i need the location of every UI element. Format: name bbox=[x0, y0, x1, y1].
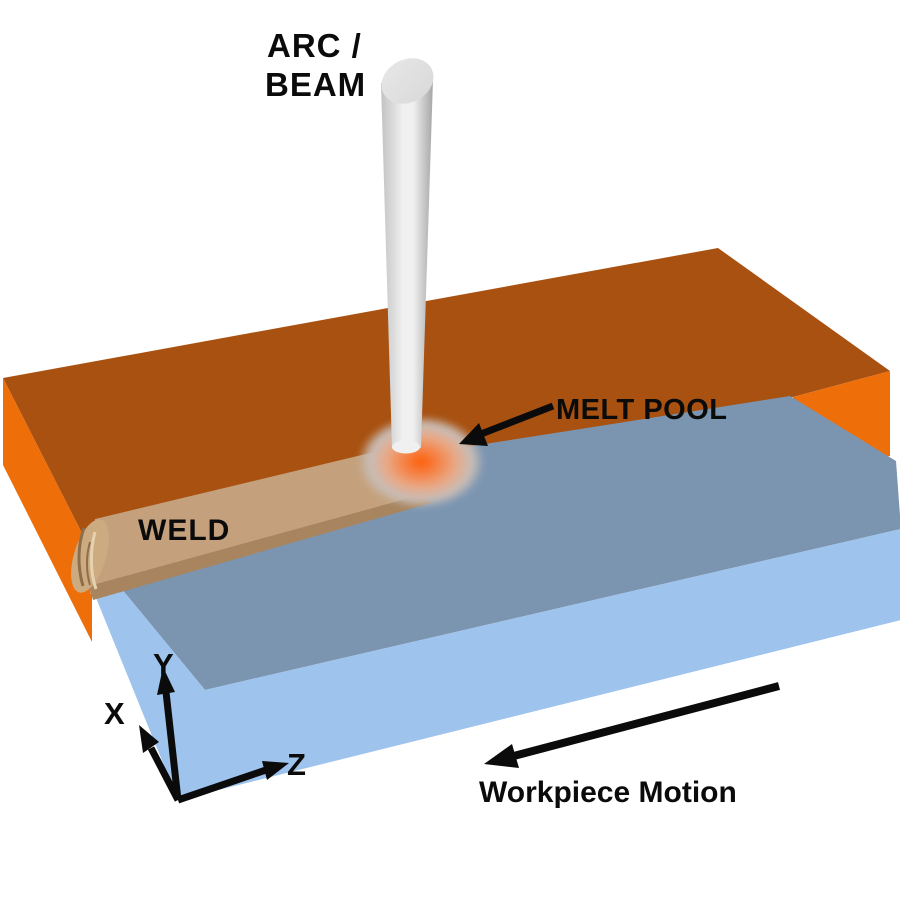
axis-z-line bbox=[176, 766, 268, 804]
axis-z-arrowhead bbox=[262, 761, 289, 780]
axis-x-arrowhead bbox=[139, 725, 159, 753]
workpiece-top-face bbox=[92, 396, 900, 690]
axis-z-label: Z bbox=[287, 747, 306, 782]
base-plate-top-face bbox=[3, 248, 890, 553]
axis-x-label: X bbox=[104, 696, 125, 731]
axis-y-arrowhead bbox=[157, 667, 175, 695]
electrode-rod bbox=[381, 58, 434, 454]
electrode-body bbox=[381, 79, 433, 448]
axis-y-label: Y bbox=[153, 647, 174, 682]
electrode-top-cap bbox=[381, 58, 434, 104]
axis-x-line bbox=[147, 746, 182, 802]
arc-beam-label-line1: ARC / bbox=[267, 27, 362, 64]
workpiece-motion-label: Workpiece Motion bbox=[479, 776, 737, 809]
melt-pool-label: MELT POOL bbox=[556, 394, 728, 426]
workpiece-slab bbox=[92, 396, 900, 800]
electrode-tip bbox=[392, 440, 420, 454]
weld-bead-end-texture-light bbox=[89, 531, 98, 590]
axis-y-line bbox=[162, 691, 182, 801]
melt-pool-arrow bbox=[459, 402, 555, 446]
weld-bead bbox=[71, 441, 449, 600]
weld-bead-end-texture-dark bbox=[77, 527, 86, 587]
base-plate-left-face bbox=[3, 378, 92, 642]
melt-pool-arrow-line bbox=[479, 402, 555, 438]
workpiece-motion-arrow bbox=[484, 682, 781, 768]
workpiece-motion-arrow-line bbox=[508, 682, 781, 761]
arc-beam-label-line2: BEAM bbox=[265, 66, 366, 103]
workpiece-front-face bbox=[92, 529, 900, 800]
coordinate-axes bbox=[139, 667, 289, 804]
weld-bead-end-texture-dark2 bbox=[86, 541, 91, 586]
melt-pool-glow bbox=[357, 415, 485, 509]
melt-pool-arrowhead bbox=[459, 423, 488, 446]
weld-label: WELD bbox=[138, 514, 230, 547]
weld-bead-strip bbox=[90, 441, 449, 594]
weld-bead-shadow-edge bbox=[89, 494, 431, 600]
workpiece-motion-arrowhead bbox=[484, 744, 519, 768]
